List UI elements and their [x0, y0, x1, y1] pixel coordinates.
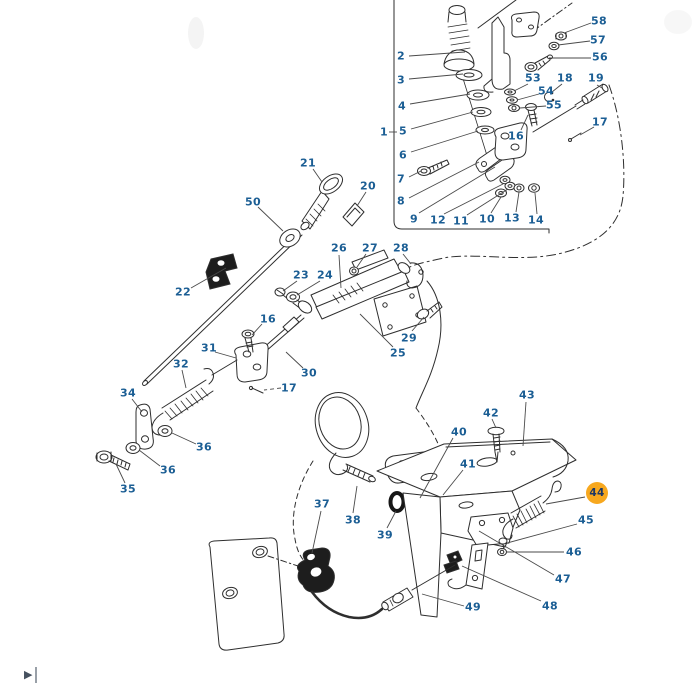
part-callout[interactable]: 29: [401, 331, 417, 345]
part-callout[interactable]: 4: [398, 99, 406, 113]
part-callout[interactable]: 40: [451, 425, 467, 439]
part-callout[interactable]: 58: [591, 14, 607, 28]
part-callout[interactable]: 24: [317, 268, 333, 282]
part-callout[interactable]: 18: [557, 71, 573, 85]
part-callout[interactable]: 22: [175, 285, 191, 299]
part-callout[interactable]: 42: [483, 406, 499, 420]
part-callout[interactable]: 55: [546, 98, 562, 112]
part-callout[interactable]: 13: [504, 211, 520, 225]
part-callout[interactable]: 28: [393, 241, 409, 255]
part-callout[interactable]: 38: [345, 513, 361, 527]
part-callout[interactable]: 20: [360, 179, 376, 193]
throttle-upper-assembly: [417, 5, 609, 198]
part-callout[interactable]: 45: [578, 513, 594, 527]
part-callout[interactable]: 9: [410, 212, 418, 226]
part-callout[interactable]: 19: [588, 71, 604, 85]
part-callout[interactable]: 53: [525, 71, 541, 85]
part-callout[interactable]: 32: [173, 357, 189, 371]
play-icon[interactable]: ▶: [24, 668, 33, 681]
part-callout[interactable]: 36: [196, 440, 212, 454]
control-valve-assembly: [261, 249, 443, 353]
inset-detail-box: [393, 0, 625, 269]
part-callout[interactable]: 37: [314, 497, 330, 511]
part-callout[interactable]: 36: [160, 463, 176, 477]
part-callout[interactable]: 27: [362, 241, 378, 255]
pager-controls: ▶: [24, 667, 38, 683]
part-callout[interactable]: 46: [566, 545, 582, 559]
part-callout-highlighted[interactable]: 44: [586, 482, 608, 504]
part-callout[interactable]: 30: [301, 366, 317, 380]
part-callout[interactable]: 1: [380, 125, 388, 139]
part-callout[interactable]: 21: [300, 156, 316, 170]
part-callout[interactable]: 31: [201, 341, 217, 355]
part-callout[interactable]: 17: [281, 381, 297, 395]
leader-lines: [115, 22, 603, 607]
base-plate: [208, 537, 299, 651]
mount-screws: [274, 287, 306, 310]
scroll-handle[interactable]: [35, 667, 38, 683]
part-callout[interactable]: 23: [293, 268, 309, 282]
part-callout[interactable]: 35: [120, 482, 136, 496]
part-callout[interactable]: 16: [508, 129, 524, 143]
part-callout[interactable]: 5: [399, 124, 407, 138]
part-callout[interactable]: 17: [592, 115, 608, 129]
part-callout[interactable]: 8: [397, 194, 405, 208]
part-callout[interactable]: 2: [397, 49, 405, 63]
part-callout[interactable]: 50: [245, 195, 261, 209]
cable-and-grommet: [297, 547, 456, 620]
part-callout[interactable]: 3: [397, 73, 405, 87]
part-callout[interactable]: 43: [519, 388, 535, 402]
scan-artifacts: [188, 10, 692, 49]
part-callout[interactable]: 34: [120, 386, 136, 400]
pedal-bracket-assembly: [376, 426, 577, 618]
part-callout[interactable]: 41: [460, 457, 476, 471]
tension-spring-44: [502, 480, 562, 540]
part-callout[interactable]: 57: [590, 33, 606, 47]
part-callout[interactable]: 12: [430, 213, 446, 227]
part-callout[interactable]: 16: [260, 312, 276, 326]
part-callout[interactable]: 54: [538, 84, 554, 98]
part-callout[interactable]: 11: [453, 214, 469, 228]
part-callout[interactable]: 14: [528, 213, 544, 227]
part-callout[interactable]: 39: [377, 528, 393, 542]
part-callout[interactable]: 48: [542, 599, 558, 613]
return-spring-linkage: [95, 329, 269, 471]
part-callout[interactable]: 26: [331, 241, 347, 255]
part-callout[interactable]: 6: [399, 148, 407, 162]
part-callout[interactable]: 56: [592, 50, 608, 64]
part-callout[interactable]: 7: [397, 172, 405, 186]
part-callout[interactable]: 47: [555, 572, 571, 586]
part-callout[interactable]: 49: [465, 600, 481, 614]
throttle-knob-rod: [142, 173, 365, 386]
part-callout[interactable]: 25: [390, 346, 406, 360]
part-callout[interactable]: 10: [479, 212, 495, 226]
